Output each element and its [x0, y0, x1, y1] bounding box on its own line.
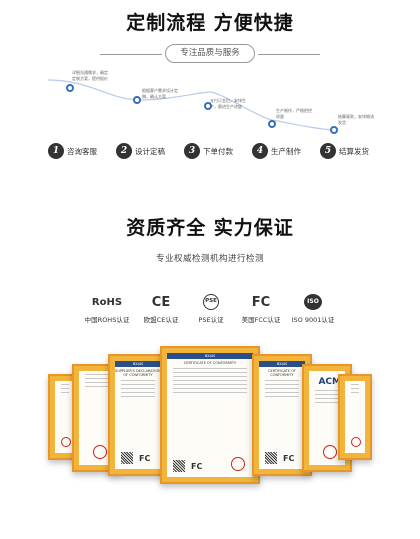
certificate-frames: BXAIS SUPPLIER'S DECLARATION OF CONFORMI… — [0, 344, 420, 484]
timeline-node-3 — [204, 102, 212, 110]
quality-subtitle: 专业权威检测机构进行检测 — [155, 254, 264, 264]
ce-icon: CE — [151, 294, 171, 310]
cert-label-pse: PSE认证 — [198, 316, 224, 324]
cert-fcc: FC 美国FCC认证 — [226, 293, 296, 325]
certificate-frame-5: BXAIS CERTIFICATE OF CONFORMITY FC — [252, 354, 312, 476]
cert-rohs: RoHS 中国ROHS认证 — [72, 293, 142, 325]
fcc-mark-icon: FC — [139, 454, 151, 463]
step-note-3: 支付订金后，安排生产，跟进生产进度 — [210, 98, 246, 109]
certificate-title-right: CERTIFICATE OF CONFORMITY — [268, 369, 296, 377]
service-pill: 专注品质与服务 — [165, 44, 255, 63]
seal-icon — [231, 457, 245, 471]
certificate-frame-7 — [338, 374, 372, 460]
certificate-title-center: CERTIFICATE OF CONFORMITY — [183, 361, 237, 365]
certificate-header-right: BXAIS — [259, 361, 305, 367]
qr-code-icon — [265, 452, 277, 464]
step-number-2: 2 — [116, 143, 132, 159]
process-timeline: 详细沟通需求，确定定制方案，提供报价 根据客户需求设计定稿，确认方案 支付订金后… — [0, 60, 420, 160]
step-label-4: 生产制作 — [271, 146, 301, 156]
step-note-2: 根据客户需求设计定稿，确认方案 — [142, 88, 178, 99]
step-3: 3 下单付款 — [184, 143, 233, 159]
cert-label-ce: 欧盟CE认证 — [143, 316, 179, 324]
timeline-node-4 — [268, 120, 276, 128]
quality-title: 资质齐全 实力保证 — [126, 217, 294, 239]
step-2: 2 设计定稿 — [116, 143, 165, 159]
acm-logo: ACM — [318, 377, 341, 387]
step-label-3: 下单付款 — [203, 146, 233, 156]
qr-code-icon — [121, 452, 133, 464]
step-number-4: 4 — [252, 143, 268, 159]
fcc-mark-icon: FC — [191, 462, 203, 471]
timeline-node-1 — [66, 84, 74, 92]
rohs-icon: RoHS — [91, 296, 123, 308]
certificate-header-center: BXAIS — [167, 353, 253, 359]
step-note-4: 生产制作，严格把控质量 — [276, 108, 312, 119]
certificate-frame-3: BXAIS SUPPLIER'S DECLARATION OF CONFORMI… — [108, 354, 168, 476]
certificate-header: BXAIS — [115, 361, 161, 367]
step-number-5: 5 — [320, 143, 336, 159]
timeline-curve — [47, 79, 335, 131]
step-number-3: 3 — [184, 143, 200, 159]
certificate-title-left: SUPPLIER'S DECLARATION OF CONFORMITY — [115, 369, 161, 377]
step-4: 4 生产制作 — [252, 143, 301, 159]
timeline-node-2 — [133, 96, 141, 104]
certificate-frame-center: BXAIS CERTIFICATE OF CONFORMITY FC — [160, 346, 260, 484]
cert-pse: PSE PSE认证 — [176, 293, 246, 324]
fcc-mark-icon: FC — [283, 454, 295, 463]
certification-logos: RoHS 中国ROHS认证 CE 欧盟CE认证 PSE PSE认证 FC 美国F… — [0, 293, 420, 329]
cert-label-rohs: 中国ROHS认证 — [84, 316, 130, 324]
step-5: 5 结算发货 — [320, 143, 369, 159]
step-number-1: 1 — [48, 143, 64, 159]
timeline-node-5 — [330, 126, 338, 134]
fcc-icon: FC — [251, 294, 271, 310]
step-label-1: 咨询客服 — [67, 146, 97, 156]
process-steps: 1 咨询客服 2 设计定稿 3 下单付款 4 生产制作 5 结算发货 — [0, 143, 420, 163]
qr-code-icon — [173, 460, 185, 472]
step-label-2: 设计定稿 — [135, 146, 165, 156]
cert-label-fcc: 美国FCC认证 — [241, 316, 281, 324]
pill-divider-left — [100, 54, 162, 55]
iso-icon: ISO — [278, 293, 348, 311]
pse-icon: PSE — [176, 293, 246, 311]
step-note-5: 结算尾款，安排物流发货 — [338, 114, 374, 125]
step-label-5: 结算发货 — [339, 146, 369, 156]
cert-label-iso: ISO 9001认证 — [291, 316, 335, 324]
cert-ce: CE 欧盟CE认证 — [126, 293, 196, 325]
step-1: 1 咨询客服 — [48, 143, 97, 159]
pill-divider-right — [258, 54, 320, 55]
step-note-1: 详细沟通需求，确定定制方案，提供报价 — [72, 70, 108, 81]
process-title: 定制流程 方便快捷 — [126, 12, 294, 34]
cert-iso: ISO ISO 9001认证 — [278, 293, 348, 324]
